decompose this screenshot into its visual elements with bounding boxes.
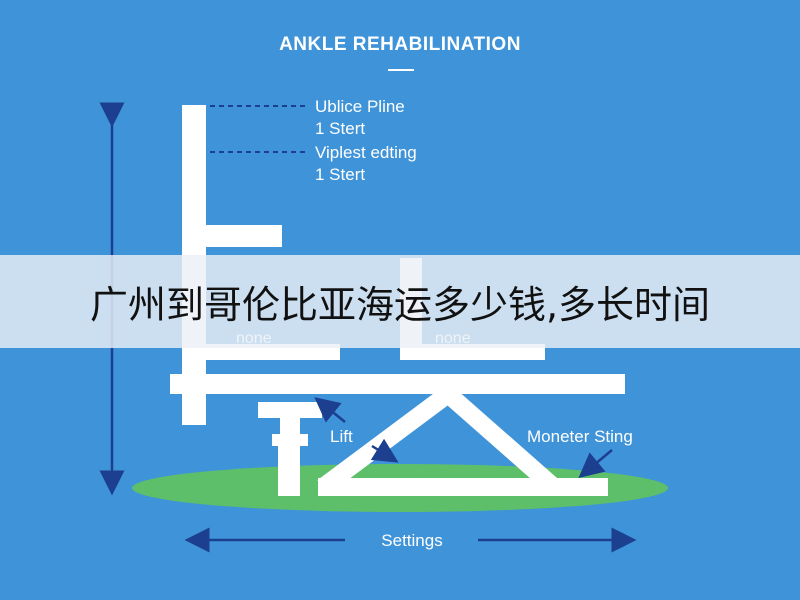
settings-label: Settings: [381, 531, 442, 550]
caption-overlay: 广州到哥伦比亚海运多少钱,多长时间: [0, 255, 800, 348]
lift-arrow-down: [370, 438, 399, 463]
truss-left-leg: [317, 381, 461, 495]
lift-block: [258, 402, 322, 418]
top-label-2-line1: Viplest edting: [315, 143, 417, 162]
lift-arrow-up: [314, 397, 346, 423]
diagram-title: ANKLE REHABILINATION: [279, 34, 521, 55]
top-label-2-line2: 1 Stert: [315, 165, 365, 184]
lower-post: [182, 394, 206, 424]
lift-foot: [272, 434, 308, 446]
moneter-arrow: [578, 449, 613, 479]
upper-arm: [182, 225, 282, 247]
moneter-label: Moneter Sting: [527, 427, 633, 446]
lift-stem: [280, 418, 300, 434]
lift-label: Lift: [330, 427, 353, 446]
right-shelf: [400, 344, 545, 360]
top-label-1-line2: 1 Stert: [315, 119, 365, 138]
caption-text: 广州到哥伦比亚海运多少钱,多长时间: [89, 283, 711, 327]
main-beam: [170, 374, 625, 394]
truss-right-leg: [435, 381, 561, 495]
middle-shelf: [206, 344, 340, 360]
lift-column: [278, 446, 300, 496]
top-label-1-line1: Ublice Pline: [315, 97, 405, 116]
base-foot: [318, 478, 608, 496]
